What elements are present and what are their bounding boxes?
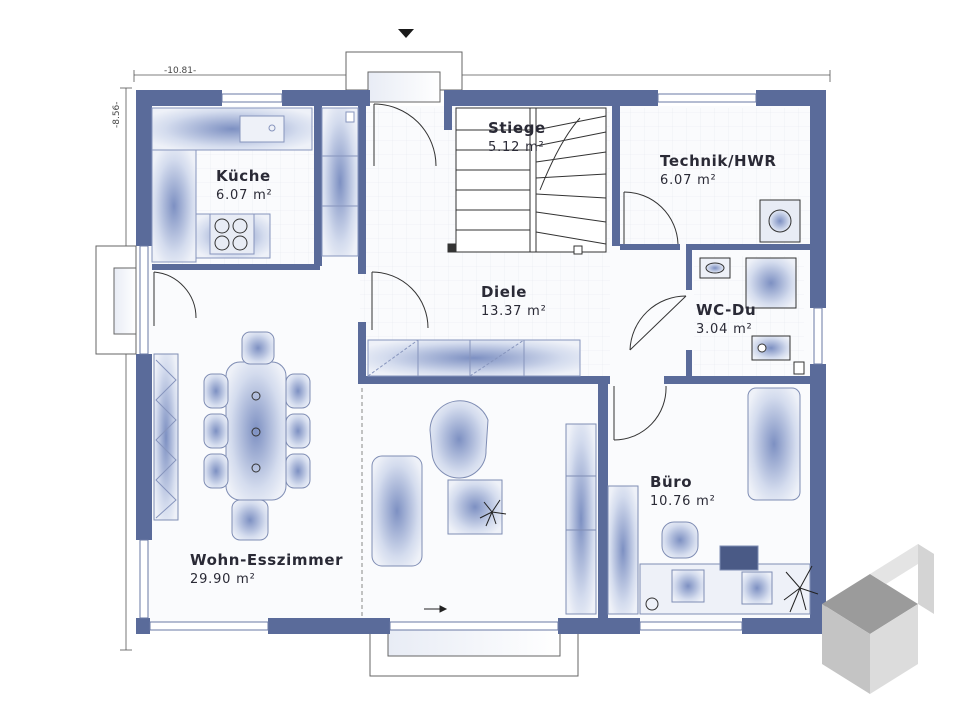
terrace [369, 625, 579, 677]
washing-machine [759, 199, 801, 243]
dimension-lines [120, 70, 831, 651]
inner-walls [152, 100, 810, 618]
dining-set [203, 331, 311, 541]
hall-wardrobe [321, 107, 359, 257]
room-area-technik: 6.07 m² [660, 173, 717, 188]
cube-logo-icon [822, 544, 934, 694]
room-name-wohnen: Wohn-Esszimmer [190, 551, 344, 569]
room-area-kueche: 6.07 m² [216, 188, 273, 203]
room-name-wc: WC-Du [696, 301, 757, 319]
plant-icon [479, 499, 507, 527]
windows [139, 93, 823, 631]
room-area-stiege: 5.12 m² [488, 140, 545, 155]
room-area-buero: 10.76 m² [650, 494, 716, 509]
height-dimension-label: -8.56- [112, 101, 122, 128]
hall-shoe-cabinet [367, 339, 581, 377]
living-furniture [361, 388, 597, 616]
room-name-diele: Diele [481, 283, 528, 301]
room-area-wc: 3.04 m² [696, 322, 753, 337]
direction-arrow-icon [424, 605, 448, 613]
left-bay-window [95, 245, 137, 355]
bathroom-fixtures [699, 257, 805, 375]
width-dimension-label: -10.81- [164, 66, 197, 76]
room-name-technik: Technik/HWR [660, 152, 777, 170]
room-name-stiege: Stiege [488, 119, 546, 137]
door-swings [153, 103, 687, 441]
sideboard [153, 353, 179, 521]
room-name-kueche: Küche [216, 167, 271, 185]
room-name-buero: Büro [650, 473, 693, 491]
room-area-diele: 13.37 m² [481, 304, 547, 319]
room-area-wohnen: 29.90 m² [190, 572, 256, 587]
entrance-canopy [345, 51, 463, 103]
entrance-marker-icon [398, 29, 414, 38]
staircase [447, 107, 607, 255]
office-furniture [607, 387, 819, 615]
outer-walls [136, 90, 826, 634]
kitchen-counter [151, 107, 313, 263]
